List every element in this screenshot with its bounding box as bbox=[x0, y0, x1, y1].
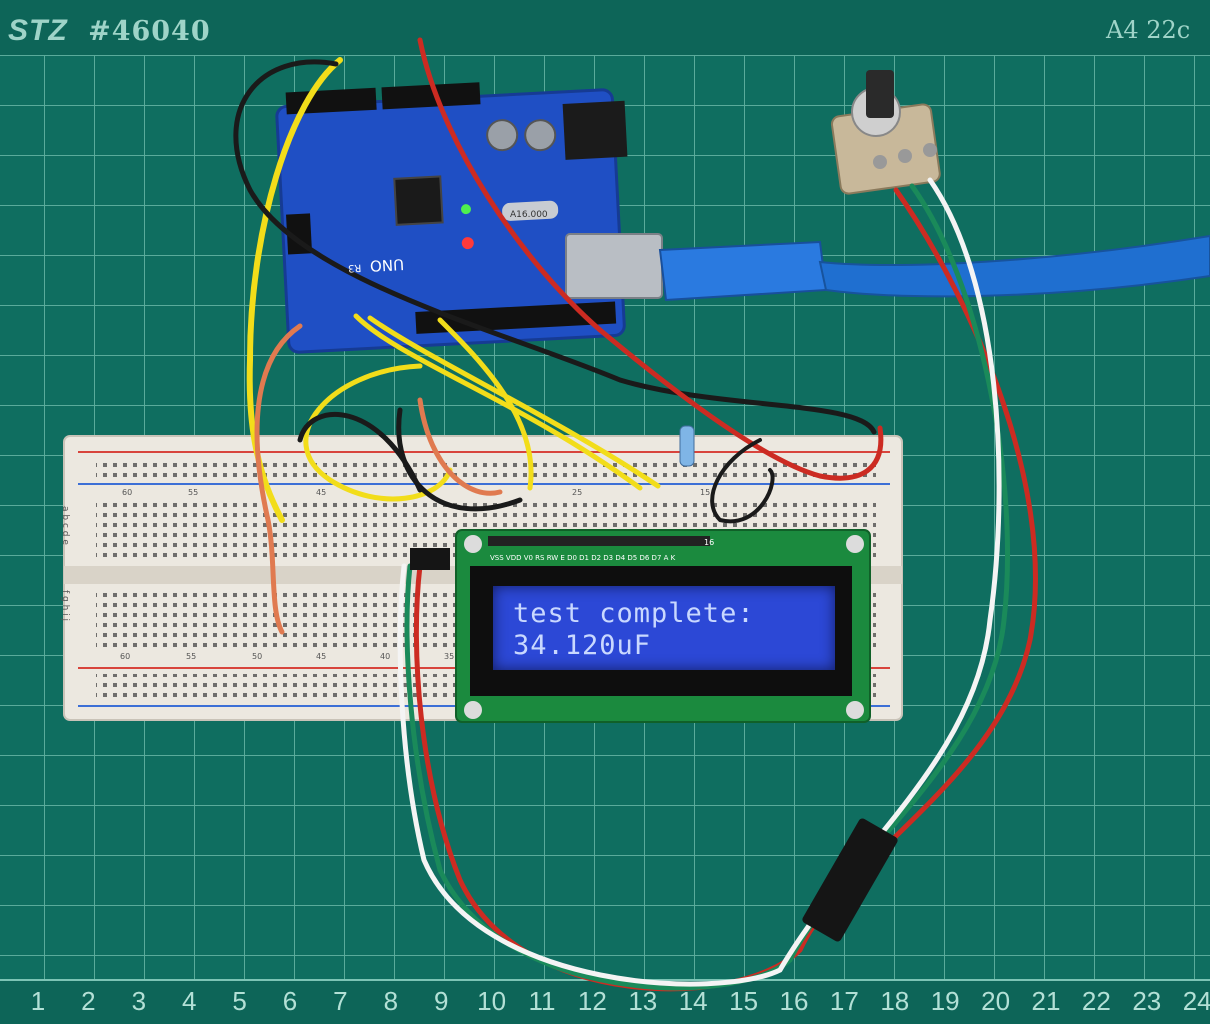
board-label: UNO bbox=[369, 255, 405, 275]
breadboard-row-number: 50 bbox=[252, 652, 263, 661]
ruler-number: 6 bbox=[282, 986, 298, 1016]
ruler-number: 23 bbox=[1132, 986, 1162, 1016]
breadboard-row-number: 55 bbox=[188, 488, 199, 497]
ruler-number: 20 bbox=[981, 986, 1011, 1016]
ruler-number: 17 bbox=[829, 986, 859, 1016]
ruler-number: 2 bbox=[81, 986, 96, 1016]
ruler-number: 15 bbox=[729, 986, 759, 1016]
resistor bbox=[679, 425, 695, 467]
ruler-number: 7 bbox=[333, 986, 348, 1016]
ruler-number: 19 bbox=[930, 986, 960, 1016]
mat-model: #46040 bbox=[88, 16, 211, 47]
ruler-number: 4 bbox=[181, 986, 197, 1016]
wire-connector bbox=[802, 818, 898, 942]
lcd-pin-count: 16 bbox=[704, 538, 715, 547]
breadboard-row-number: 15 bbox=[700, 488, 711, 497]
ruler-number: 11 bbox=[528, 986, 556, 1016]
lcd-line-1: test complete: bbox=[513, 598, 755, 629]
ruler-number: 24 bbox=[1182, 986, 1210, 1016]
ruler-number: 22 bbox=[1081, 986, 1111, 1016]
ruler-number: 18 bbox=[880, 986, 910, 1016]
arduino-board bbox=[275, 82, 628, 354]
ruler-number: 1 bbox=[30, 986, 46, 1016]
brand-logo: STZ bbox=[8, 14, 68, 47]
wires bbox=[233, 37, 1038, 992]
breadboard-columns-top: a b c d e bbox=[60, 506, 70, 545]
breadboard-row-number: 45 bbox=[316, 488, 327, 497]
crystal-label: A16.000 bbox=[510, 210, 548, 220]
breadboard-row-number: 25 bbox=[572, 488, 583, 497]
potentiometer bbox=[830, 70, 941, 195]
ruler-number: 10 bbox=[477, 986, 507, 1016]
ruler-number: 13 bbox=[628, 986, 658, 1016]
ruler-number: 21 bbox=[1031, 986, 1061, 1016]
breadboard-row-number: 55 bbox=[186, 652, 197, 661]
breadboard-columns-bottom: f g h i j bbox=[60, 590, 70, 622]
breadboard-row-number: 45 bbox=[316, 652, 327, 661]
breadboard-row-number: 40 bbox=[380, 652, 391, 661]
ruler-number: 9 bbox=[433, 986, 449, 1016]
ruler-number: 8 bbox=[383, 986, 399, 1016]
ruler-number: 5 bbox=[232, 986, 247, 1016]
crystal bbox=[502, 200, 559, 221]
breadboard-row-number: 60 bbox=[120, 652, 131, 661]
lcd-pin-labels: VSS VDD V0 RS RW E D0 D1 D2 D3 D4 D5 D6 … bbox=[490, 554, 676, 562]
lcd-screen: test complete: 34.120uF bbox=[493, 586, 835, 670]
dc-jack bbox=[562, 100, 628, 160]
ruler-number: 12 bbox=[577, 986, 607, 1016]
board-revision: R3 bbox=[347, 261, 362, 274]
breadboard-row-number: 35 bbox=[444, 652, 455, 661]
atmega-chip bbox=[393, 175, 444, 226]
breadboard-row-number: 60 bbox=[122, 488, 133, 497]
capacitor bbox=[486, 119, 519, 152]
lcd-line-2: 34.120uF bbox=[513, 630, 652, 661]
mat-size-label: A4 22c bbox=[1106, 16, 1191, 44]
ruler-number: 3 bbox=[131, 986, 147, 1016]
capacitor bbox=[524, 119, 557, 152]
ruler-number: 16 bbox=[779, 986, 809, 1016]
ruler-number: 14 bbox=[678, 986, 708, 1016]
mat-brand: STZ #46040 bbox=[8, 14, 211, 48]
header-connector bbox=[410, 548, 450, 570]
usb-cable bbox=[565, 233, 1210, 302]
